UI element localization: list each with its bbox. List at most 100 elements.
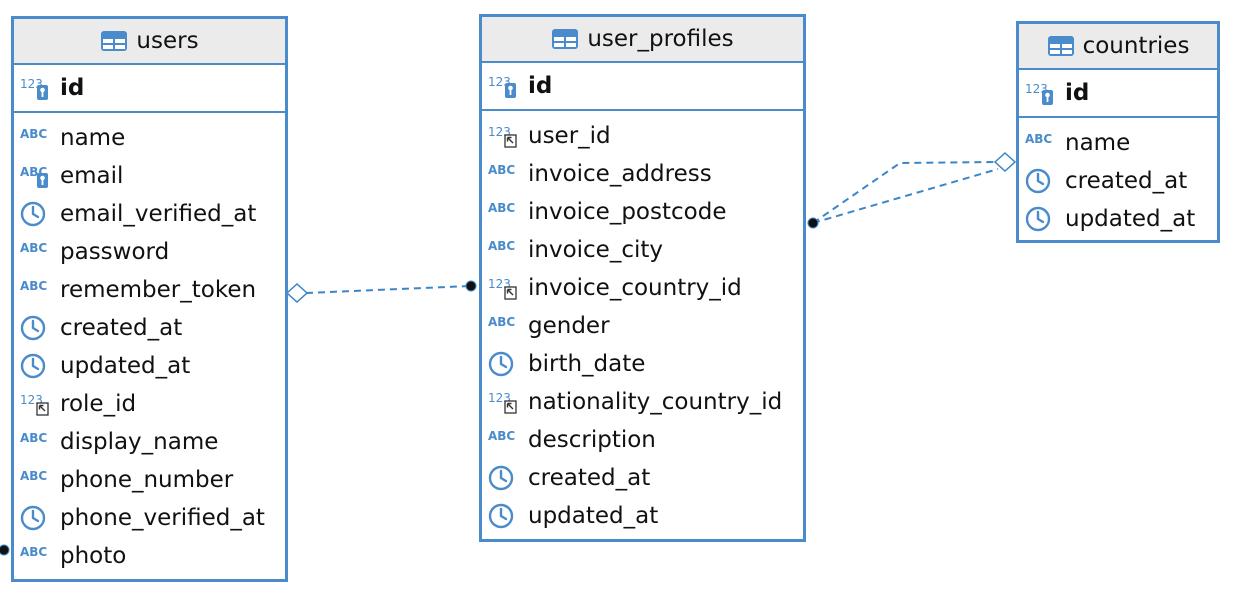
primary-key-row[interactable]: 123 id	[1019, 70, 1217, 118]
text-type-icon: ABC	[20, 125, 52, 151]
svg-text:ABC: ABC	[20, 469, 47, 483]
column-name: gender	[528, 313, 610, 339]
numeric-key-icon: 123	[1025, 80, 1057, 106]
column-row[interactable]: ABC photo	[14, 537, 285, 575]
clock-icon	[488, 503, 520, 529]
column-name: invoice_city	[528, 237, 664, 263]
column-row[interactable]: created_at	[14, 309, 285, 347]
column-name: id	[1065, 80, 1090, 106]
column-name: description	[528, 427, 656, 453]
text-type-icon: ABC	[488, 199, 520, 225]
foreign-key-icon: 123	[488, 389, 520, 415]
column-name: display_name	[60, 429, 219, 455]
numeric-key-icon: 123	[20, 75, 52, 101]
svg-text:ABC: ABC	[20, 545, 47, 559]
column-name: name	[1065, 130, 1131, 156]
text-type-icon: ABC	[488, 161, 520, 187]
numeric-key-icon: 123	[488, 73, 520, 99]
column-name: email	[60, 163, 124, 189]
primary-key-row[interactable]: 123 id	[14, 65, 285, 113]
column-name: invoice_country_id	[528, 275, 742, 301]
column-row[interactable]: ABC display_name	[14, 423, 285, 461]
table-icon	[100, 30, 128, 52]
svg-text:ABC: ABC	[20, 241, 47, 255]
column-row[interactable]: 123 user_id	[482, 117, 803, 155]
text-type-icon: ABC	[20, 277, 52, 303]
svg-text:ABC: ABC	[488, 201, 515, 215]
entity-header[interactable]: user_profiles	[482, 17, 803, 63]
text-type-icon: ABC	[488, 237, 520, 263]
column-name: nationality_country_id	[528, 389, 783, 415]
text-type-icon: ABC	[20, 467, 52, 493]
clock-icon	[20, 353, 52, 379]
column-row[interactable]: created_at	[482, 459, 803, 497]
column-row[interactable]: 123 role_id	[14, 385, 285, 423]
column-row[interactable]: 123 nationality_country_id	[482, 383, 803, 421]
entity-title: countries	[1082, 33, 1190, 59]
column-row[interactable]: updated_at	[14, 347, 285, 385]
column-name: birth_date	[528, 351, 646, 377]
table-icon	[551, 28, 579, 50]
foreign-key-icon: 123	[488, 123, 520, 149]
column-name: created_at	[528, 465, 651, 491]
column-name: photo	[60, 543, 127, 569]
clock-icon	[20, 505, 52, 531]
entity-header[interactable]: countries	[1019, 24, 1217, 70]
text-type-icon: ABC	[488, 313, 520, 339]
column-row[interactable]: ABC invoice_address	[482, 155, 803, 193]
column-name: phone_verified_at	[60, 505, 265, 531]
svg-text:ABC: ABC	[488, 163, 515, 177]
column-row[interactable]: email_verified_at	[14, 195, 285, 233]
svg-text:ABC: ABC	[1025, 132, 1052, 146]
relationship-line[interactable]	[812, 168, 999, 224]
column-name: id	[60, 75, 85, 101]
column-row[interactable]: ABC gender	[482, 307, 803, 345]
entity-title: user_profiles	[587, 26, 734, 52]
table-icon	[1047, 35, 1075, 57]
relationship-line[interactable]	[812, 161, 997, 224]
column-name: invoice_address	[528, 161, 712, 187]
column-name: user_id	[528, 123, 611, 149]
column-row[interactable]: created_at	[1019, 162, 1217, 200]
svg-text:ABC: ABC	[20, 279, 47, 293]
column-row[interactable]: ABC name	[1019, 124, 1217, 162]
clock-icon	[20, 201, 52, 227]
column-name: id	[528, 73, 553, 99]
relationship-dot-end	[807, 217, 819, 229]
relationship-line[interactable]	[305, 285, 471, 294]
relationship-diamond-end	[993, 151, 1017, 173]
column-row[interactable]: updated_at	[482, 497, 803, 535]
clock-icon	[20, 315, 52, 341]
foreign-key-icon: 123	[20, 391, 52, 417]
column-name: updated_at	[60, 353, 191, 379]
text-type-icon: ABC	[1025, 130, 1057, 156]
column-row[interactable]: phone_verified_at	[14, 499, 285, 537]
text-type-icon: ABC	[20, 429, 52, 455]
clock-icon	[488, 351, 520, 377]
entity-header[interactable]: users	[14, 19, 285, 65]
svg-text:ABC: ABC	[20, 127, 47, 141]
relationship-diamond-end	[285, 282, 309, 304]
clock-icon	[1025, 168, 1057, 194]
column-row[interactable]: updated_at	[1019, 200, 1217, 238]
relationship-dot-end	[0, 544, 10, 556]
column-row[interactable]: ABC invoice_city	[482, 231, 803, 269]
column-row[interactable]: birth_date	[482, 345, 803, 383]
column-name: updated_at	[1065, 206, 1196, 232]
column-name: role_id	[60, 391, 137, 417]
relationship-dot-end	[465, 280, 477, 292]
svg-text:ABC: ABC	[488, 315, 515, 329]
primary-key-row[interactable]: 123 id	[482, 63, 803, 111]
svg-text:ABC: ABC	[20, 431, 47, 445]
